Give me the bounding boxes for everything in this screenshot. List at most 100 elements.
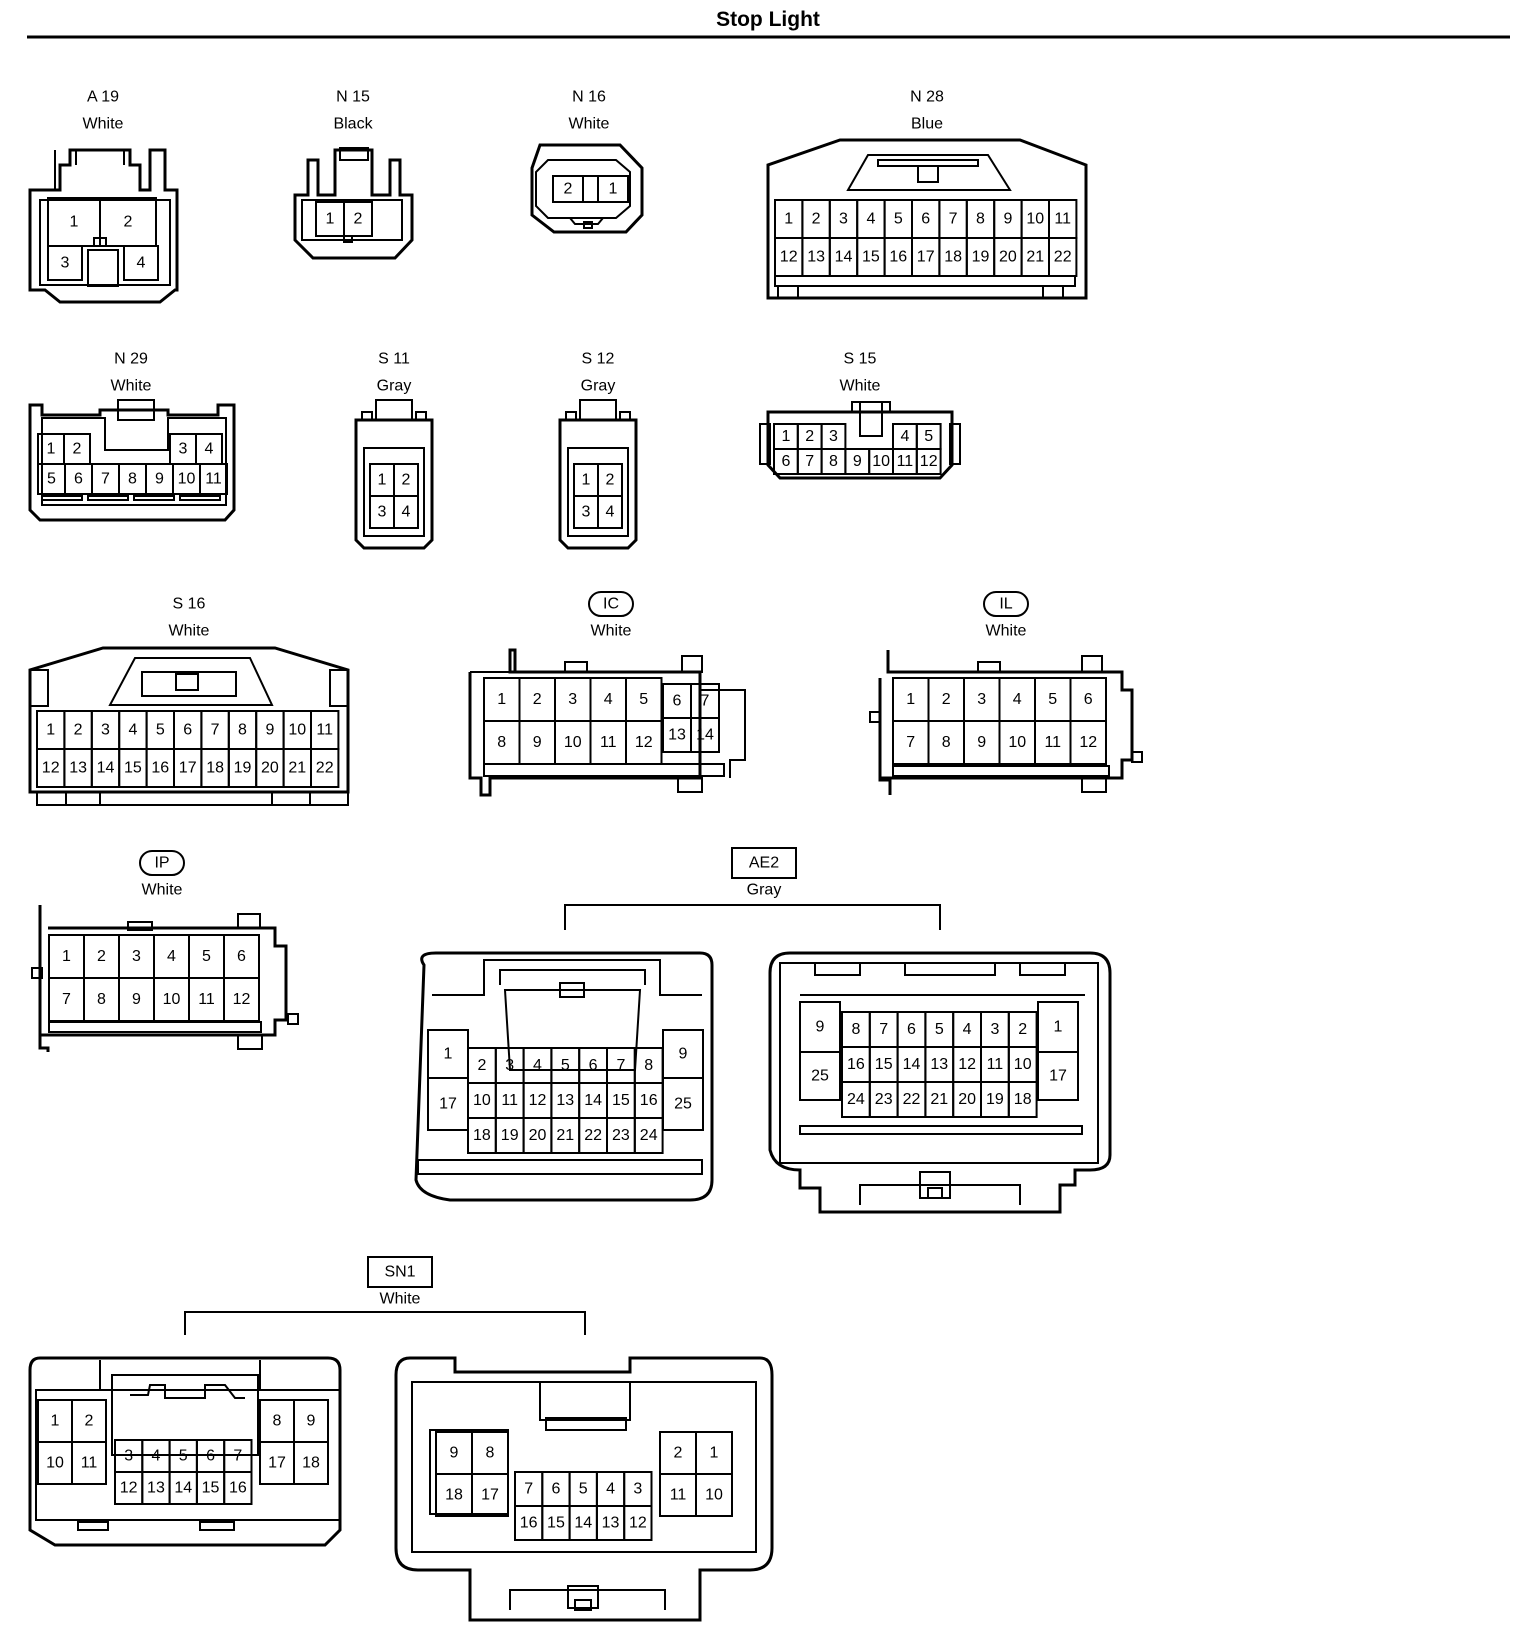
pin-number: 20	[529, 1127, 547, 1144]
pin-number: 11	[897, 453, 914, 470]
connector-color: White	[380, 1291, 421, 1308]
housing-outline	[559, 982, 585, 998]
pin-number: 3	[990, 1021, 999, 1038]
pin-number: 9	[853, 453, 862, 470]
pin-number: 8	[497, 734, 506, 751]
pin-number: 1	[47, 441, 56, 458]
pin-number: 11	[316, 722, 333, 739]
housing-outline	[564, 661, 588, 673]
pin-number: 2	[73, 441, 82, 458]
pin-number: 4	[128, 722, 137, 739]
housing-outline	[35, 1389, 341, 1521]
pin-number: 13	[807, 249, 825, 266]
connector-code: S 11	[378, 351, 410, 368]
pin-number: 5	[935, 1021, 944, 1038]
pin-number: 10	[288, 722, 306, 739]
pin-number: 10	[872, 453, 890, 470]
pin-number: 3	[568, 691, 577, 708]
pin-cell	[623, 1505, 653, 1541]
pin-number: 13	[556, 1092, 574, 1109]
connector-code: S 16	[173, 596, 206, 613]
pin-number: 18	[445, 1487, 463, 1504]
pin-number: 14	[174, 1480, 192, 1497]
housing-outline	[681, 655, 703, 673]
pin-number: 5	[579, 1481, 588, 1498]
pin-number: 12	[958, 1056, 976, 1073]
pin-number: 4	[900, 428, 909, 445]
connector-code: IC	[603, 596, 619, 613]
pin-number: 1	[444, 1046, 453, 1063]
pin-number: 4	[151, 1448, 160, 1465]
pin-number: 8	[976, 211, 985, 228]
pin-number: 14	[835, 249, 853, 266]
pin-number: 5	[179, 1448, 188, 1465]
housing-outline	[28, 1356, 342, 1547]
pin-number: 12	[629, 1515, 647, 1532]
pin-number: 25	[811, 1068, 829, 1085]
pin-number: 13	[930, 1056, 948, 1073]
pin-number: 7	[879, 1021, 888, 1038]
connector-color: Blue	[911, 116, 943, 133]
pin-number: 8	[238, 722, 247, 739]
housing-outline	[583, 221, 593, 229]
pin-number: 9	[265, 722, 274, 739]
pin-number: 3	[101, 722, 110, 739]
pin-cell	[695, 1473, 733, 1517]
pin-number: 6	[551, 1481, 560, 1498]
pin-number: 12	[42, 760, 60, 777]
pin-number: 6	[206, 1448, 215, 1465]
pin-number: 15	[202, 1480, 220, 1497]
housing-outline	[483, 763, 725, 777]
pin-number: 14	[584, 1092, 602, 1109]
pin-cell	[1037, 1051, 1079, 1101]
pin-number: 20	[261, 760, 279, 777]
pin-cell	[633, 1117, 664, 1154]
pin-number: 7	[101, 471, 110, 488]
housing-outline	[470, 671, 746, 778]
pin-number: 1	[62, 948, 71, 965]
pin-number: 4	[402, 504, 411, 521]
housing-outline	[117, 399, 155, 421]
pin-number: 4	[205, 441, 214, 458]
pin-number: 14	[97, 760, 115, 777]
pin-number: 12	[1079, 734, 1097, 751]
pin-number: 6	[74, 471, 83, 488]
connector-code: IP	[154, 855, 169, 872]
connector-color: White	[840, 378, 881, 395]
pin-number: 11	[198, 991, 215, 1008]
pin-number: 12	[780, 249, 798, 266]
pin-number: 12	[120, 1480, 138, 1497]
housing-outline	[904, 962, 996, 976]
pin-number: 11	[987, 1056, 1004, 1073]
pin-number: 1	[51, 1413, 60, 1430]
pin-number: 8	[128, 471, 137, 488]
housing-outline	[339, 147, 369, 161]
pin-number: 5	[202, 948, 211, 965]
pin-cell	[471, 1473, 509, 1517]
pin-cell	[310, 748, 340, 788]
pin-number: 9	[307, 1413, 316, 1430]
pin-number: 18	[944, 249, 962, 266]
connector-color: White	[569, 116, 610, 133]
pin-number: 8	[97, 991, 106, 1008]
pin-number: 11	[205, 471, 222, 488]
connector-code-oval	[139, 850, 185, 876]
connector-code: N 15	[336, 89, 370, 106]
pin-number: 8	[486, 1445, 495, 1462]
pin-number: 15	[124, 760, 142, 777]
housing-outline	[759, 423, 771, 465]
housing-outline	[41, 495, 83, 501]
pin-number: 2	[812, 211, 821, 228]
pin-number: 7	[211, 722, 220, 739]
housing-outline	[87, 495, 129, 501]
housing-outline	[977, 661, 1001, 673]
pin-number: 18	[206, 760, 224, 777]
pin-number: 9	[679, 1046, 688, 1063]
housing-outline	[31, 967, 43, 979]
pin-number: 1	[609, 181, 618, 198]
